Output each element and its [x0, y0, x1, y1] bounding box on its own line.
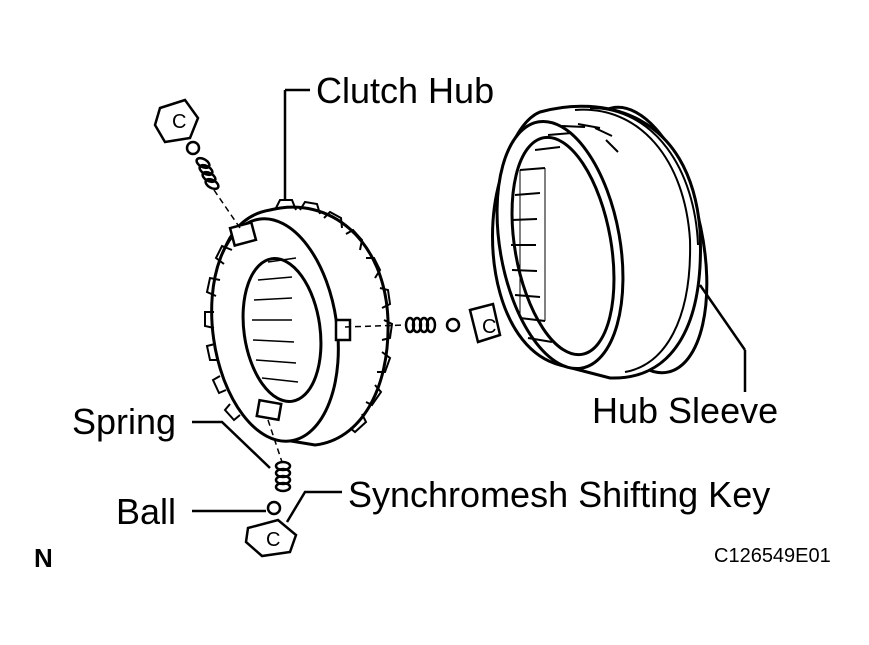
top-shifting-key: C	[153, 98, 200, 144]
figure-code: C126549E01	[714, 545, 831, 567]
spring-label: Spring	[72, 401, 176, 442]
middle-key-mark: C	[482, 316, 496, 338]
bottom-spring	[274, 460, 292, 493]
clutch-hub	[210, 205, 390, 447]
top-key-mark: C	[172, 111, 186, 133]
shifting-key-leader	[285, 490, 342, 523]
middle-assembly-line	[344, 324, 406, 328]
spring-leader	[192, 420, 271, 469]
clutch-hub-label: Clutch Hub	[316, 70, 494, 111]
top-spring	[195, 156, 220, 191]
hub-sleeve-label: Hub Sleeve	[592, 390, 778, 431]
hub-sleeve-splines	[511, 123, 619, 343]
top-ball	[185, 140, 201, 156]
middle-ball	[445, 317, 461, 333]
clutch-hub-teeth	[204, 199, 394, 434]
middle-shifting-key: C	[468, 302, 502, 344]
clutch-hub-splines	[252, 257, 299, 383]
bottom-shifting-key: C	[244, 518, 298, 558]
top-assembly-line	[213, 189, 241, 229]
corner-mark: N	[34, 543, 53, 573]
shifting-key-label: Synchromesh Shifting Key	[348, 474, 770, 515]
bottom-key-mark: C	[266, 529, 280, 551]
ball-label: Ball	[116, 491, 176, 532]
hub-sleeve-leader	[698, 284, 747, 351]
clutch-hub-key-slots	[228, 220, 352, 422]
bottom-ball	[266, 500, 282, 516]
middle-spring	[404, 316, 437, 334]
hub-sleeve	[491, 104, 709, 380]
bottom-assembly-line	[267, 419, 283, 463]
